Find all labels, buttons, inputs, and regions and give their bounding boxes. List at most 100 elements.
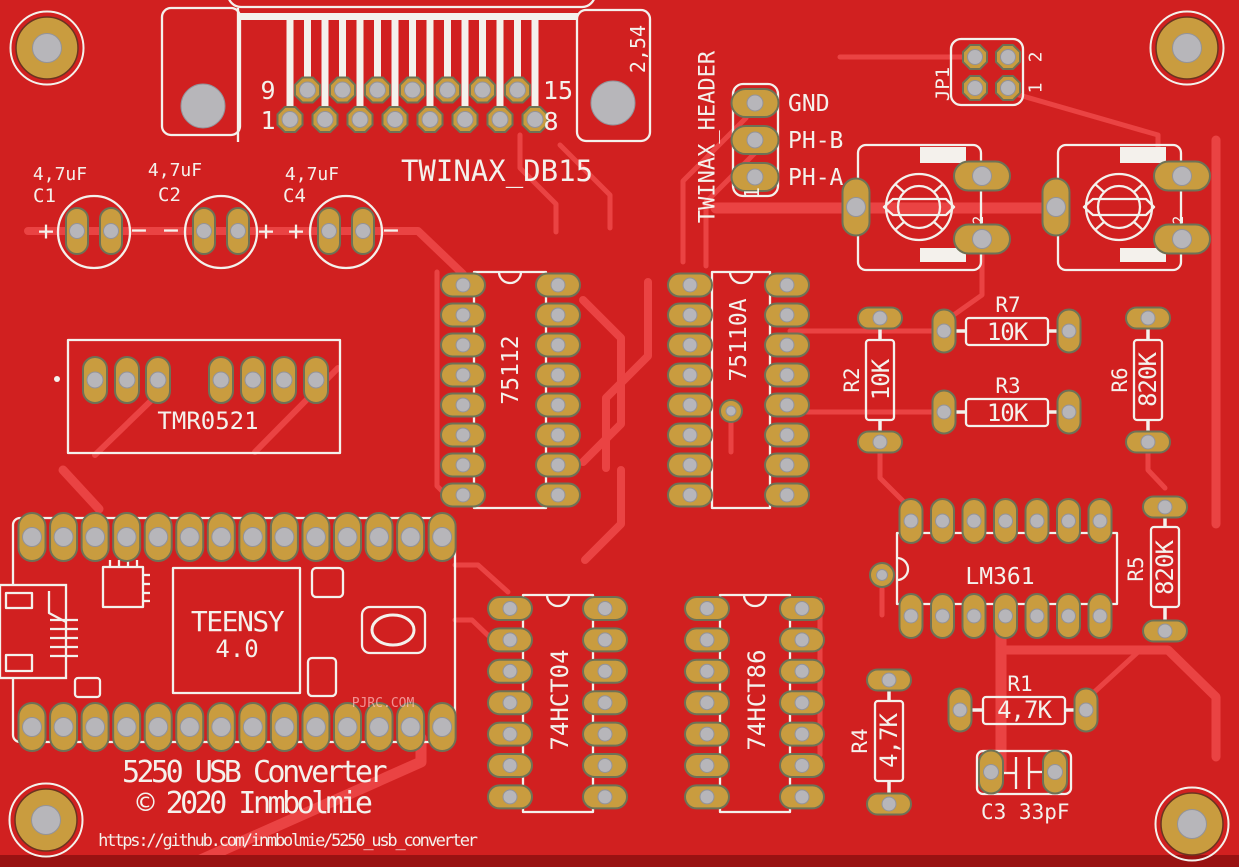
footer-copyright: © 2020 Inmbolmie: [137, 786, 372, 821]
r7-ref: R7: [995, 293, 1020, 317]
ic-lm361-label: LM361: [965, 564, 1034, 590]
c1-ref: C1: [33, 185, 56, 207]
c1-minus-sign: −: [131, 215, 147, 246]
pads: [17, 44, 1211, 816]
twinax-header-label: TWINAX_HEADER: [696, 50, 721, 223]
ic-75110a-outline: [710, 270, 772, 510]
ic-74hct86-pads: [684, 596, 825, 810]
ic-75110a-pads: [667, 272, 810, 508]
db15-pin9-label: 9: [260, 76, 275, 105]
c2-ref: C2: [158, 184, 181, 206]
teensy-small-square-bottom: [306, 656, 338, 698]
teensy-button-outline: [360, 605, 427, 655]
trimmer2-screw-slot: [1082, 197, 1156, 217]
db15-right-ear-hole: [590, 80, 636, 126]
twinax-pha-label: PH-A: [788, 165, 844, 191]
c4-plus-sign: +: [288, 216, 304, 247]
footer-title: 5250 USB Converter: [122, 755, 387, 790]
capacitor-pads: [65, 207, 375, 255]
mounting-hole-bottom-left: [8, 782, 84, 858]
r4-ref: R4: [848, 728, 872, 753]
r6-ref: R6: [1108, 367, 1132, 392]
db15-label: TWINAX_DB15: [401, 154, 593, 189]
jp1-row1-label: 1: [1026, 83, 1047, 94]
c1-value: 4,7uF: [33, 164, 87, 185]
trimmer1-pin2-label: 2: [971, 216, 987, 224]
c4-ref: C4: [283, 185, 306, 207]
r3-value: 10K: [987, 399, 1029, 427]
ic-75112-pads: [440, 272, 581, 508]
twinax-pin1-label: 1: [740, 187, 764, 199]
db15-pin15-label: 15: [543, 76, 573, 105]
twinax-header-pads: [730, 88, 780, 192]
db15-pads: [276, 76, 549, 133]
cap-c2-outline: [183, 194, 259, 270]
resistor-silk: [864, 316, 1181, 793]
db15-fingers: [286, 19, 539, 108]
via-pads: [719, 399, 895, 588]
trimmer2-pin2-label: 2: [1171, 216, 1187, 224]
r6-value: 820K: [1134, 352, 1162, 407]
r2-value: 10K: [867, 358, 895, 400]
resistor-pads: [857, 306, 1188, 816]
c3-silk: [975, 749, 1073, 796]
jp1-label: JP1: [932, 67, 954, 101]
ic-74hct04-pads: [487, 596, 628, 810]
mounting-holes: [8, 10, 1230, 862]
teensy-button: [370, 613, 416, 647]
c3-label: C3 33pF: [981, 800, 1070, 824]
r5-value: 820K: [1151, 540, 1179, 595]
ic-75112-outline: [472, 270, 548, 510]
teensy-silk: [0, 516, 457, 744]
mounting-hole-top-left: [9, 10, 85, 86]
db15-shell-outline: [228, 0, 595, 9]
db15-pin8-label: 8: [543, 107, 558, 136]
jp1-pads: [962, 44, 1021, 101]
teensy-version: 4.0: [215, 635, 258, 663]
r2-ref: R2: [840, 367, 864, 392]
c2-value: 4,7uF: [148, 160, 202, 181]
mounting-hole-bottom-right: [1154, 786, 1230, 862]
db15-right-ear: [575, 8, 652, 143]
tmr0521-pads: [82, 356, 329, 404]
r7-value: 10K: [987, 318, 1029, 346]
c2-minus-sign: −: [163, 215, 179, 246]
db15-shell-bar: [240, 13, 578, 20]
db15-pitch-label: 2,54: [626, 25, 650, 73]
board-edge-band: [0, 855, 1239, 867]
c2-plus-sign: +: [258, 216, 274, 247]
silkscreen: [0, 0, 1183, 814]
trimmer1-silk: [856, 143, 983, 272]
trimmer2-silk: [1056, 143, 1183, 272]
c4-minus-sign: −: [383, 215, 399, 246]
c4-value: 4,7uF: [285, 164, 339, 185]
db15-left-ear: [160, 6, 242, 137]
c1-plus-sign: +: [38, 216, 54, 247]
teensy-small-square-top: [310, 566, 345, 599]
trimmer1-screw-slot: [882, 197, 956, 217]
r5-ref: R5: [1124, 556, 1148, 581]
trimmer-pads: [841, 160, 1211, 255]
teensy-center-square: [171, 566, 302, 695]
silkscreen-text: TWINAX_DB15 9 1 15 8 2,54 TWINAX_HEADER …: [33, 25, 1187, 851]
db15-pin1-label: 1: [260, 106, 275, 135]
footer-url: https://github.com/inmbolmie/5250_usb_co…: [98, 831, 478, 851]
usb-contact-top: [4, 591, 34, 610]
r1-ref: R1: [1007, 672, 1032, 696]
ic-75112-label: 75112: [498, 335, 524, 404]
teensy-brand: PJRC.COM: [352, 696, 415, 711]
cap-c4-outline: [308, 194, 384, 270]
ic-74hct86-label: 74HCT86: [743, 649, 771, 750]
tmr0521-outline: [66, 338, 342, 455]
jp1-row2-label: 2: [1026, 52, 1047, 63]
r3-ref: R3: [995, 374, 1020, 398]
db15-left-ear-hole: [180, 83, 226, 129]
cap-c1-outline: [56, 194, 132, 270]
twinax-gnd-label: GND: [788, 91, 830, 117]
usb-contact-bottom: [4, 653, 34, 673]
mounting-hole-top-right: [1149, 10, 1225, 86]
teensy-name: TEENSY: [191, 605, 285, 638]
tmr0521-label: TMR0521: [157, 407, 258, 435]
r1-value: 4,7K: [997, 696, 1052, 724]
